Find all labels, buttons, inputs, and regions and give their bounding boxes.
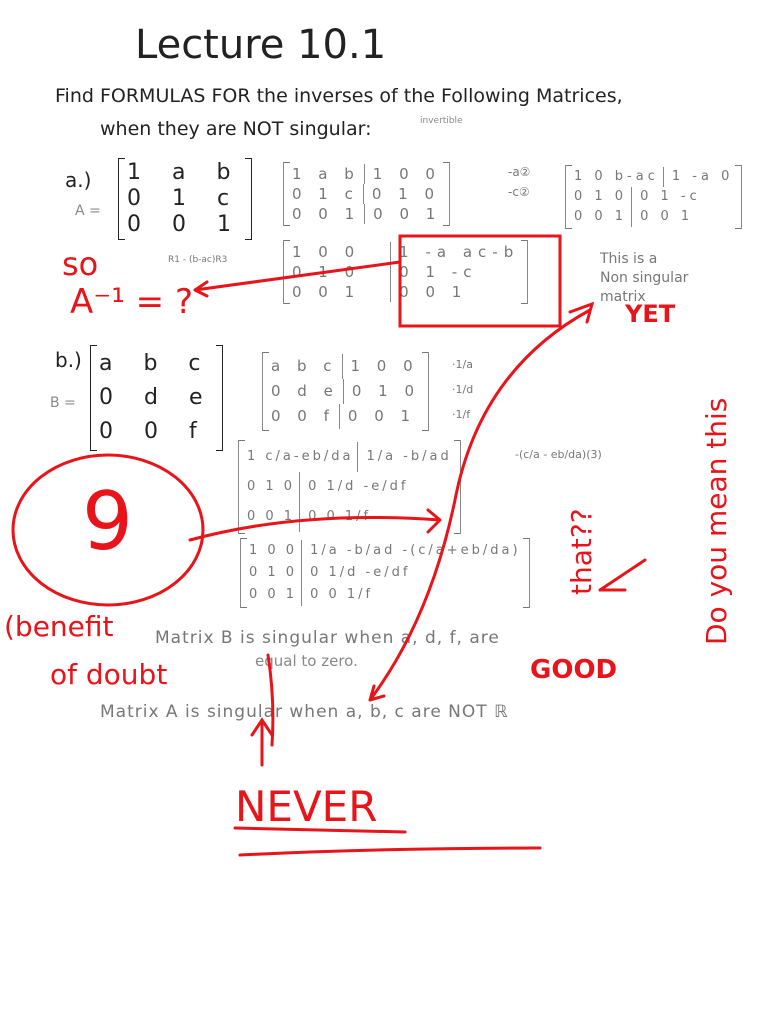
row-op: -a② [508,165,531,179]
check-mark [598,558,647,592]
score: 9 [82,475,133,568]
conclusion-b-cont: equal to zero. [255,652,358,670]
conclusion-a: Matrix A is singular when a, b, c are NO… [100,702,509,722]
annotation-benefit: (benefit [4,610,114,643]
page-title: Lecture 10.1 [135,22,387,68]
annotation-good: GOOD [530,655,618,685]
row-op: R1 - (b-ac)R3 [168,255,228,265]
row-ops: ·1/a·1/d·1/f [452,358,474,421]
annotation-a-inverse: A⁻¹ = ? [70,282,193,322]
row-op: -(c/a - eb/da)(3) [515,448,602,461]
annotation-never: NEVER [235,782,378,831]
answer-box [398,234,562,328]
instruction-line2: when they are NOT singular: [100,118,372,140]
arrow-up [250,653,275,767]
score-circle [11,453,205,607]
arrow-score [188,508,442,542]
row-op: -c② [508,185,530,199]
part-b-label: b.) [55,348,82,372]
arrow-to-answer [193,260,402,298]
matrix-b-name: B = [50,395,76,411]
matrix-a-name: A = [75,203,101,219]
underline [233,826,542,857]
arrow-question [368,308,592,702]
annotation-so: so [62,245,99,283]
annotation-of-doubt: of doubt [50,658,168,691]
instruction-note: invertible [420,116,463,126]
part-a-label: a.) [65,168,92,192]
instruction-line1: Find FORMULAS FOR the inverses of the Fo… [55,85,623,107]
conclusion-b: Matrix B is singular when a, d, f, are [155,628,500,648]
annotation-question-that: that?? [565,508,598,595]
annotation-question: Do you mean this [700,397,733,645]
annotation-yet: YET [625,300,676,328]
arrow-yet [568,301,595,324]
